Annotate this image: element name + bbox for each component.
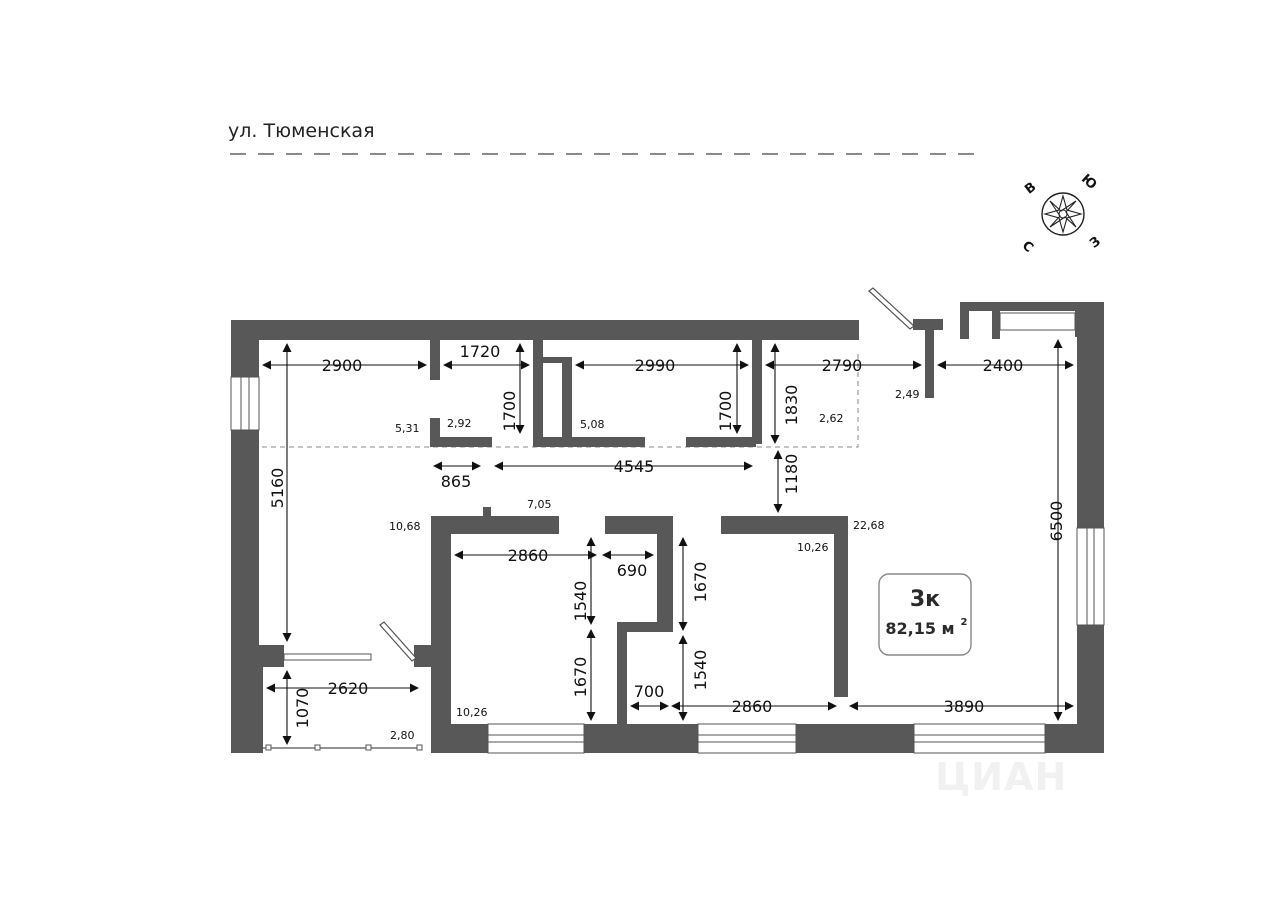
wall-p10	[925, 330, 934, 398]
dim-label: 1830	[782, 385, 801, 426]
wall-p4	[533, 340, 543, 440]
wall-bottom-c	[796, 724, 914, 753]
badge-rooms: 3к	[910, 587, 940, 612]
wall-left-d	[231, 645, 263, 753]
wall-p7	[533, 437, 645, 447]
compass-east: В	[1022, 180, 1039, 198]
dim-label: 4545	[614, 457, 655, 476]
balcony	[263, 744, 423, 751]
door-entry	[868, 287, 915, 330]
door-loggia	[379, 621, 417, 662]
walls	[231, 302, 1104, 753]
area-label: 5,31	[395, 422, 420, 435]
area-label: 10,26	[456, 706, 488, 719]
dim-label: 2990	[635, 356, 676, 375]
area-label: 22,68	[853, 519, 885, 532]
wall-p1	[430, 340, 440, 380]
area-label: 5,08	[580, 418, 605, 431]
dim-label: 1670	[691, 562, 710, 603]
wall-room1-top	[431, 516, 559, 534]
wall-left-b	[231, 430, 259, 652]
compass-ring	[1041, 192, 1085, 236]
window-bottom-2	[697, 723, 797, 754]
area-label: 10,26	[797, 541, 829, 554]
watermark-text: ЦИАН	[935, 755, 1067, 799]
dimension-lines	[262, 339, 1074, 745]
dim-label: 700	[634, 682, 665, 701]
dim-label: 2860	[508, 546, 549, 565]
wall-top-stub	[913, 319, 943, 330]
compass-north: С	[1019, 238, 1036, 256]
window-right	[1076, 527, 1105, 626]
dim-label: 3890	[944, 697, 985, 716]
wall-p9	[752, 340, 762, 444]
dim-label: 1700	[716, 391, 735, 432]
dim-label: 1720	[460, 342, 501, 361]
dim-label: 1070	[293, 688, 312, 729]
dim-label: 1700	[500, 391, 519, 432]
wall-top-right-b	[992, 302, 1000, 339]
wall-p5	[562, 357, 572, 440]
wall-room2-top	[605, 516, 673, 534]
area-label: 2,62	[819, 412, 844, 425]
wall-p3	[430, 437, 492, 447]
window-loggia-sill	[283, 653, 372, 661]
window-left	[230, 376, 260, 431]
wall-p6	[533, 357, 572, 363]
window-top-right	[999, 312, 1076, 331]
area-label: 2,80	[390, 729, 415, 742]
wall-bottom-a	[431, 724, 488, 753]
wall-left-a	[231, 320, 259, 377]
wall-bottom-b	[584, 724, 698, 753]
dim-label: 1180	[782, 454, 801, 495]
badge-frame	[878, 573, 972, 656]
wall-right-upper	[1077, 302, 1104, 528]
wall-p8	[686, 437, 756, 447]
wall-top-right	[960, 302, 1104, 311]
wall-p11	[483, 507, 491, 521]
dim-label: 2620	[328, 679, 369, 698]
wall-room2-step	[617, 622, 673, 632]
wall-room3-right	[834, 516, 848, 697]
area-labels: 5,31 2,92 5,08 2,62 2,49 10,68 7,05 22,6…	[389, 388, 920, 742]
windows	[230, 312, 1105, 754]
area-label: 10,68	[389, 520, 421, 533]
dim-label: 865	[441, 472, 472, 491]
wall-room2-left	[617, 622, 627, 753]
dim-label: 2790	[822, 356, 863, 375]
wall-room2-right	[657, 516, 673, 632]
wall-top-left	[231, 320, 859, 340]
badge-area-sup: 2	[961, 617, 968, 628]
apartment-badge: 3к 82,15 м 2	[878, 573, 972, 656]
area-label: 2,92	[447, 417, 472, 430]
wall-top-right-a	[960, 302, 969, 339]
area-label: 7,05	[527, 498, 552, 511]
badge-area: 82,15 м	[885, 619, 954, 638]
compass: В Ю С З	[1019, 172, 1104, 256]
dim-label: 1540	[571, 581, 590, 622]
compass-rose-icon	[1042, 193, 1084, 235]
wall-p2	[430, 418, 440, 443]
dim-label: 6500	[1047, 501, 1066, 542]
wall-bottom-d	[1045, 724, 1104, 753]
dim-label: 2900	[322, 356, 363, 375]
dim-label: 5160	[268, 468, 287, 509]
dim-label: 1670	[571, 657, 590, 698]
dimension-labels: 2900 1720 2990 2790 2400 1700 1700 1830 …	[268, 342, 1066, 728]
window-bottom-1	[487, 723, 585, 754]
door-swings	[379, 287, 915, 662]
window-bottom-3	[913, 723, 1046, 754]
dim-label: 2400	[983, 356, 1024, 375]
street-label: ул. Тюменская	[228, 120, 375, 142]
dim-label: 2860	[732, 697, 773, 716]
wall-room3-top	[721, 516, 848, 534]
compass-south: Ю	[1078, 172, 1099, 193]
dim-label: 1540	[691, 650, 710, 691]
dim-label: 690	[617, 561, 648, 580]
wall-room1-notch	[414, 645, 451, 667]
area-label: 2,49	[895, 388, 920, 401]
wall-room1-left	[431, 516, 451, 753]
compass-west: З	[1087, 234, 1104, 252]
